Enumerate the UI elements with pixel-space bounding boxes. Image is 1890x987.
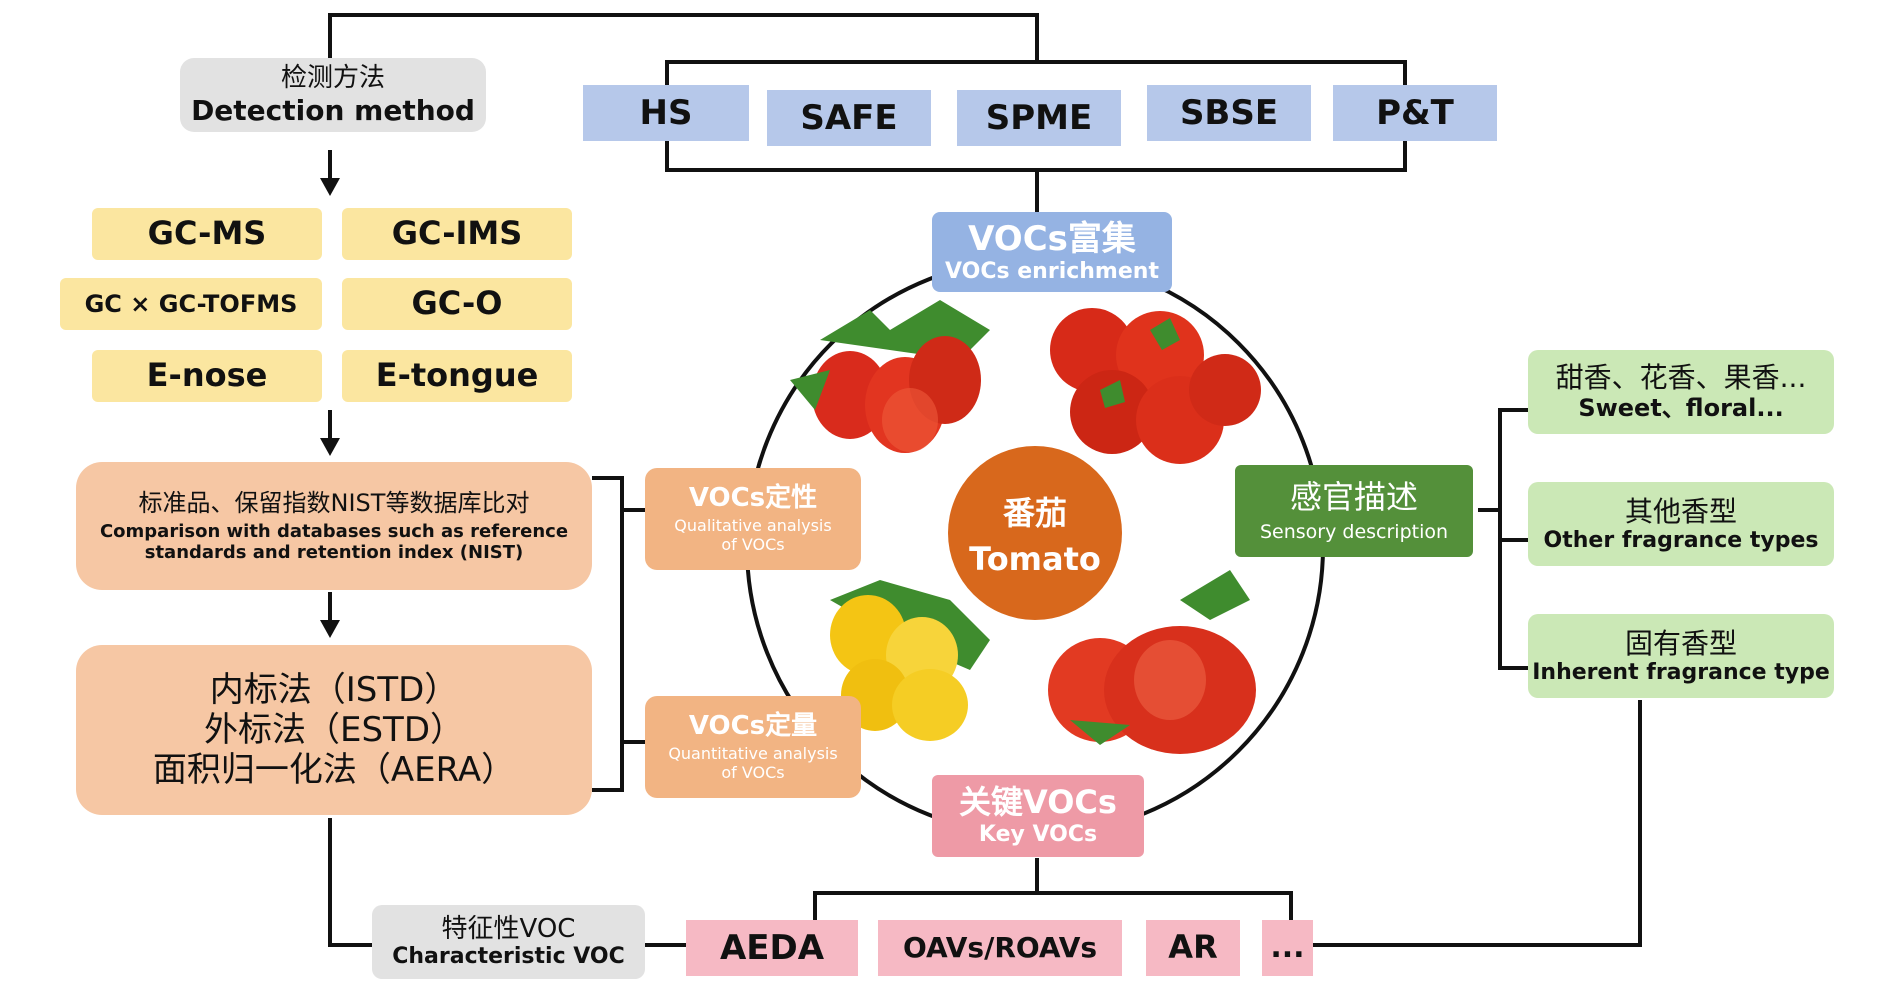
quantitative-analysis-box: VOCs定量 Quantitative analysis of VOCs xyxy=(645,696,861,798)
instrument-gc-ms: GC-MS xyxy=(92,208,322,260)
tomato-center-circle: 番茄 Tomato xyxy=(948,446,1122,620)
key-method-ar: AR xyxy=(1146,920,1240,976)
fragrance-sweet-floral: 甜香、花香、果香... Sweet、floral... xyxy=(1528,350,1834,434)
method-hs: HS xyxy=(583,85,749,141)
key-method-oavs-roavs: OAVs/ROAVs xyxy=(878,920,1122,976)
key-vocs-en: Key VOCs xyxy=(978,821,1098,847)
quantification-methods-box: 内标法（ISTD） 外标法（ESTD） 面积归一化法（AERA） xyxy=(76,645,592,815)
database-comparison-box: 标准品、保留指数NIST等数据库比对 Comparison with datab… xyxy=(76,462,592,590)
sensory-description-box: 感官描述 Sensory description xyxy=(1235,465,1473,557)
tomato-cluster-bottom-right xyxy=(1048,570,1256,754)
tomato-cluster-top-right xyxy=(1050,308,1261,464)
comparison-en-line1: Comparison with databases such as refere… xyxy=(99,520,569,542)
key-method-aeda: AEDA xyxy=(686,920,858,976)
vocs-enrichment-box: VOCs富集 VOCs enrichment xyxy=(932,212,1172,292)
instrument-gc-o: GC-O xyxy=(342,278,572,330)
tomato-cluster-bottom-left xyxy=(830,580,990,741)
instrument-e-nose: E-nose xyxy=(92,350,322,402)
quant-method-aera: 面积归一化法（AERA） xyxy=(152,750,516,791)
tomato-cluster-top-left xyxy=(790,300,990,453)
quantitative-en-line2: of VOCs xyxy=(721,763,785,783)
quant-method-istd: 内标法（ISTD） xyxy=(209,669,459,710)
detection-method-en: Detection method xyxy=(191,93,475,127)
fragrance-sweet-en: Sweet、floral... xyxy=(1578,394,1784,423)
fragrance-other-types: 其他香型 Other fragrance types xyxy=(1528,482,1834,566)
enrichment-zh: VOCs富集 xyxy=(968,218,1136,259)
fragrance-other-en: Other fragrance types xyxy=(1543,527,1819,553)
key-vocs-zh: 关键VOCs xyxy=(959,783,1117,822)
method-sbse: SBSE xyxy=(1147,85,1311,141)
instrument-e-tongue: E-tongue xyxy=(342,350,572,402)
quantitative-en-line1: Quantitative analysis xyxy=(668,744,838,764)
key-method-more: ... xyxy=(1262,920,1313,976)
tomato-en: Tomato xyxy=(969,540,1101,578)
qualitative-en-line2: of VOCs xyxy=(721,535,785,555)
method-pt: P&T xyxy=(1333,85,1497,141)
instrument-gcxgc-tofms: GC × GC-TOFMS xyxy=(60,278,322,330)
sensory-en: Sensory description xyxy=(1259,520,1449,543)
quantitative-zh: VOCs定量 xyxy=(688,710,818,741)
fragrance-sweet-zh: 甜香、花香、果香... xyxy=(1555,361,1807,395)
quant-method-estd: 外标法（ESTD） xyxy=(203,709,464,750)
qualitative-en-line1: Qualitative analysis xyxy=(674,516,832,536)
comparison-en-line2: standards and retention index (NIST) xyxy=(144,542,524,564)
tomato-zh: 番茄 xyxy=(1002,494,1067,532)
characteristic-zh: 特征性VOC xyxy=(441,913,576,944)
fragrance-inherent-zh: 固有香型 xyxy=(1624,626,1737,660)
detection-method-zh: 检测方法 xyxy=(280,63,385,94)
comparison-zh: 标准品、保留指数NIST等数据库比对 xyxy=(138,488,530,517)
fragrance-inherent-type: 固有香型 Inherent fragrance type xyxy=(1528,614,1834,698)
characteristic-en: Characteristic VOC xyxy=(392,944,625,970)
qualitative-zh: VOCs定性 xyxy=(688,482,818,513)
fragrance-inherent-en: Inherent fragrance type xyxy=(1532,659,1830,685)
instrument-gc-ims: GC-IMS xyxy=(342,208,572,260)
characteristic-voc-box: 特征性VOC Characteristic VOC xyxy=(372,905,645,979)
enrichment-en: VOCs enrichment xyxy=(945,259,1159,285)
key-vocs-box: 关键VOCs Key VOCs xyxy=(932,775,1144,857)
method-spme: SPME xyxy=(957,90,1121,146)
detection-method-box: 检测方法 Detection method xyxy=(180,58,486,132)
method-safe: SAFE xyxy=(767,90,931,146)
sensory-zh: 感官描述 xyxy=(1289,477,1418,516)
fragrance-other-zh: 其他香型 xyxy=(1624,494,1737,528)
qualitative-analysis-box: VOCs定性 Qualitative analysis of VOCs xyxy=(645,468,861,570)
